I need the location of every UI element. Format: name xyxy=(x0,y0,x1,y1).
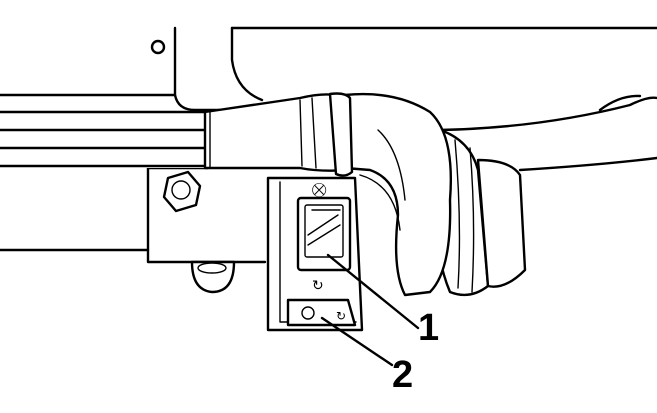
engine-stop-switch[interactable]: ⛒ ↻ xyxy=(296,182,352,294)
start-symbol-icon xyxy=(301,306,315,320)
start-arrow-icon: ↻ xyxy=(336,309,346,323)
cable-boot xyxy=(203,92,354,177)
frame-bolt-hole xyxy=(150,39,166,55)
throttle-housing xyxy=(343,92,452,297)
round-bolt xyxy=(190,260,236,294)
leader-line-1 xyxy=(326,253,420,330)
start-switch[interactable]: ↻ xyxy=(286,298,357,327)
hex-bolt xyxy=(162,170,202,213)
stop-symbol-icon: ⛒ xyxy=(312,182,327,198)
callout-label-2: 2 xyxy=(392,354,413,396)
callout-label-1: 1 xyxy=(418,307,439,349)
leader-line-2 xyxy=(320,316,394,367)
handlebar xyxy=(438,94,657,172)
cables xyxy=(0,110,207,168)
run-symbol-icon: ↻ xyxy=(312,278,324,294)
